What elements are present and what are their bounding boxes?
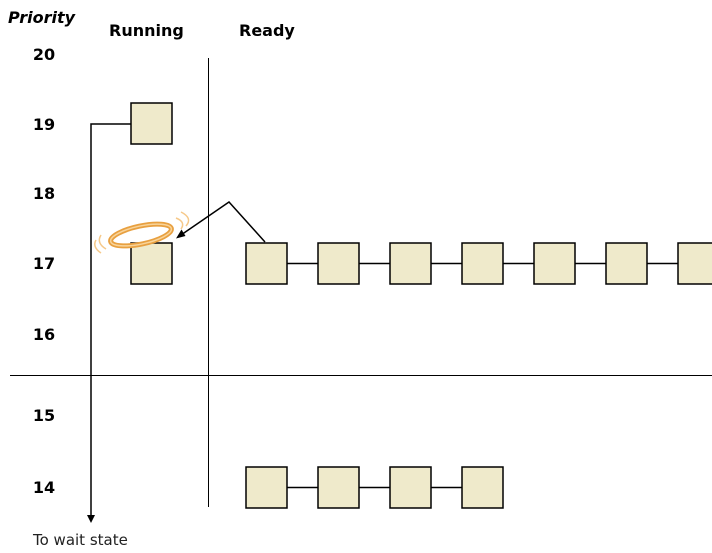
priority-14-label: 14 xyxy=(32,478,56,497)
ready-queue-17 xyxy=(245,242,712,285)
ready-thread xyxy=(245,242,288,285)
preemption-arrow xyxy=(180,201,266,243)
wait-state-path xyxy=(90,123,131,516)
preemption-arrowhead xyxy=(176,229,186,239)
running-thread-19 xyxy=(130,102,173,145)
ready-thread xyxy=(389,466,432,509)
ready-queue-14 xyxy=(245,466,504,509)
ready-thread xyxy=(317,466,360,509)
priority-title: Priority xyxy=(8,8,76,27)
priority-18-label: 18 xyxy=(32,184,56,203)
priority-15-label: 15 xyxy=(32,406,56,425)
ready-thread xyxy=(317,242,360,285)
ready-thread xyxy=(605,242,648,285)
ready-thread xyxy=(677,242,712,285)
ready-thread xyxy=(389,242,432,285)
running-thread-17 xyxy=(130,242,173,285)
wait-state-label: To wait state xyxy=(33,531,128,549)
wait-state-arrowhead xyxy=(87,515,95,523)
priority-17-label: 17 xyxy=(32,254,56,273)
ready-thread xyxy=(461,466,504,509)
ready-column-header: Ready xyxy=(239,21,295,40)
priority-20-label: 20 xyxy=(32,45,56,64)
priority-16-label: 16 xyxy=(32,325,56,344)
ready-thread xyxy=(533,242,576,285)
ready-thread xyxy=(461,242,504,285)
ready-thread xyxy=(245,466,288,509)
priority-19-label: 19 xyxy=(32,115,56,134)
running-column-header: Running xyxy=(109,21,184,40)
halo-icon xyxy=(94,211,190,254)
